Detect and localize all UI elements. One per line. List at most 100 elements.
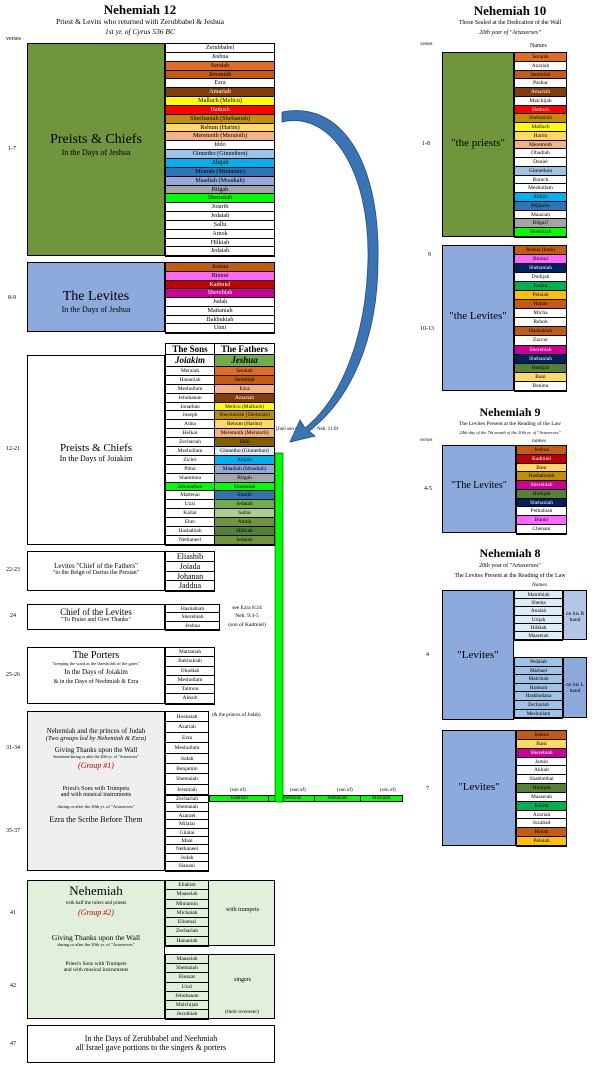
s3-title: Preists & Chiefs: [59, 442, 133, 454]
n10-sub-2: 20th year of "Artaxerxes": [479, 30, 541, 36]
name-cell: Obadiah: [515, 149, 566, 158]
name-cell: Meshullam: [515, 184, 566, 193]
s8-t1: Nehemiah: [69, 883, 123, 898]
s1-subtitle: In the Days of Jeshua: [61, 148, 131, 157]
father-cell: Melicu (Malluch): [215, 402, 274, 411]
s6-label-box: The Porters "keeping the ward at the thr…: [27, 647, 165, 704]
name-cell: Bani: [517, 463, 566, 473]
name-cell: Shemaiah: [166, 803, 208, 812]
name-cell: Bunni: [517, 516, 566, 525]
name-cell: Beninu: [515, 381, 566, 391]
n9-verses-label: verses: [420, 438, 433, 443]
name-cell: Hodijah: [517, 784, 566, 793]
name-cell: Maaseiah: [517, 792, 566, 802]
s7-t9: Ezra the Scribe Before Them: [49, 815, 143, 824]
name-cell: Zechariah: [515, 701, 562, 710]
name-cell: Zerubbabel: [166, 44, 274, 53]
s7-t3: Giving Thanks upon the Wall: [54, 746, 138, 754]
father-cell: Meremoth (Meraioth): [215, 429, 274, 438]
s8-t7: and with musical instruments: [63, 967, 129, 973]
s5-notes: see Ezra 8:24 Neh. 9:4-5 (son of Kadmiel…: [222, 604, 272, 629]
name-cell: Chenani: [517, 524, 566, 534]
son-cell: Uzzi: [166, 500, 215, 509]
name-cell: Sherebiah: [166, 613, 219, 622]
name-cell: Benjamin: [166, 764, 208, 775]
name-cell: Zaccur: [515, 336, 566, 346]
s9-box: In the Days of Zerubbabel and Neehmiah a…: [27, 1025, 275, 1063]
name-cell: Sherebiah: [517, 481, 566, 490]
name-cell: Bilgah: [166, 185, 274, 195]
s8-verse-2: 42: [10, 983, 16, 989]
son-cell: Jehonathan: [166, 482, 215, 491]
son-cell: Piltai: [166, 464, 215, 473]
n8-rhand: on his R hand: [563, 590, 587, 640]
name-cell: Meshullam: [166, 676, 214, 686]
name-cell: Jeshua (both): [515, 246, 566, 256]
s8-verse-1: 41: [10, 910, 16, 916]
name-cell: Shechaniah (Shebaniah): [166, 114, 274, 124]
n12-date: 1st yr. of Cyrus 536 BC: [104, 27, 175, 36]
son-cell: Adna: [166, 420, 215, 429]
s8-t5: during or after the 20th yr. of "Artaxer…: [57, 942, 135, 947]
n9-verse: 4-5: [424, 486, 432, 492]
son-cell: Joseph: [166, 411, 215, 420]
father-cell: Abijah: [215, 455, 274, 464]
name-cell: Amariah: [515, 88, 566, 97]
green-connector: [274, 452, 284, 803]
s7-t7: and with musical instruments: [60, 792, 132, 798]
name-cell: Baruch: [515, 175, 566, 185]
father-cell: Amok: [215, 518, 274, 527]
name-cell: Akkub: [166, 694, 214, 704]
jeshua-header: Jeshua: [215, 355, 274, 366]
name-cell: Jeshua: [517, 446, 566, 455]
name-cell: Shemaiah: [166, 194, 274, 204]
s2-subtitle: In the Days of Jeshua: [61, 305, 131, 314]
name-cell: Mijamin: [515, 201, 566, 211]
s4-label-box: Levites "Chief of the Fathers" "to the R…: [27, 551, 165, 591]
name-cell: Maaziah: [515, 210, 566, 220]
son-cell: Mattenai: [166, 491, 215, 500]
name-cell: Pashur: [515, 79, 566, 88]
s6-verse: 25-26: [6, 672, 20, 678]
name-cell: Jeremiah: [515, 70, 566, 80]
s2-verse: 8-9: [8, 295, 16, 301]
son-cell: Meshullam: [166, 384, 215, 393]
s1-title: Preists & Chiefs: [50, 132, 142, 147]
name-cell: Hashum: [515, 684, 562, 693]
name-cell: Hilkiah: [166, 238, 274, 248]
name-cell: Bakbukiah: [166, 657, 214, 667]
name-cell: Kadmiel: [166, 280, 274, 290]
name-cell: Jeremiah: [166, 70, 274, 80]
name-cell: Nethaneel: [166, 845, 208, 854]
s5-title: Chief of the Levites: [60, 607, 132, 617]
name-cell: Malluch (Melicu): [166, 97, 274, 106]
name-cell: Shebaniah: [515, 354, 566, 364]
name-cell: Hashabiah: [166, 605, 219, 614]
name-cell: Hodijah: [517, 489, 566, 499]
name-cell: Jaddua: [166, 581, 214, 591]
name-cell: Maai: [166, 837, 208, 846]
s1-verse: 1-7: [8, 146, 16, 152]
name-cell: Hanani: [166, 862, 208, 871]
name-cell: Mattaniah: [166, 648, 214, 658]
name-cell: Jozabad: [517, 819, 566, 829]
name-cell: Azariah: [517, 810, 566, 820]
n8-a-title: "Levites": [457, 649, 499, 661]
arrow-shape: [281, 110, 379, 443]
s8-t3: (Group #2): [78, 908, 114, 917]
name-cell: Jehohanan: [166, 992, 208, 1001]
name-cell: Ezra: [166, 733, 208, 744]
s8-t2: with half the rulers and priests: [65, 901, 127, 906]
n8-b-box: "Levites": [442, 730, 516, 846]
